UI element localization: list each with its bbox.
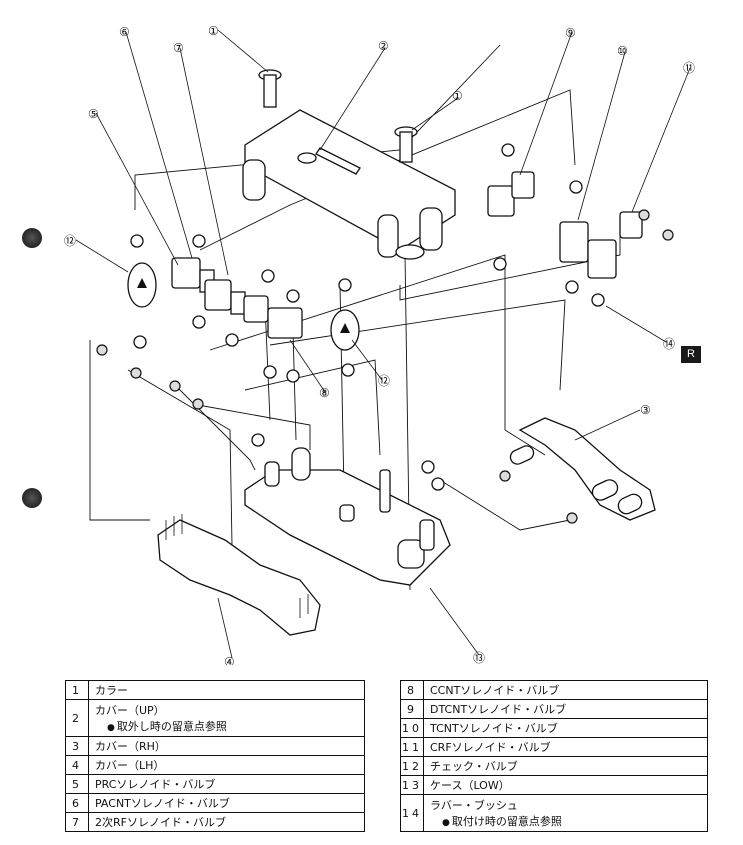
- legend-name: PACNTソレノイド・バルブ: [88, 793, 365, 813]
- legend-name: チェック・バルブ: [423, 756, 708, 776]
- legend-name: DTCNTソレノイド・バルブ: [423, 699, 708, 719]
- binder-hole-bottom: [22, 488, 42, 508]
- legend-name: ケース（LOW）: [423, 775, 708, 795]
- legend-name: TCNTソレノイド・バルブ: [423, 718, 708, 738]
- callout-10: ⑩: [617, 44, 628, 58]
- callout-3: ③: [640, 403, 651, 417]
- legend-num: 9: [400, 699, 424, 719]
- legend-num: 4: [65, 755, 89, 775]
- legend-num: 1: [65, 680, 89, 700]
- legend-row: 10 TCNTソレノイド・バルブ: [400, 718, 708, 738]
- legend-num: 8: [400, 680, 424, 700]
- legend-name-with-note: カバー（UP） 取外し時の留意点参照: [88, 699, 365, 737]
- section-badge: R: [681, 346, 701, 363]
- legend-row: 13 ケース（LOW）: [400, 775, 708, 795]
- callout-14: ⑭: [663, 337, 675, 351]
- cover-lh: [157, 514, 321, 636]
- callout-1b: ①: [452, 89, 463, 103]
- legend-row: 4 カバー（LH）: [65, 755, 365, 775]
- callout-2: ②: [378, 39, 389, 53]
- legend-table-left: 1 カラー 2 カバー（UP） 取外し時の留意点参照 3 カバー（RH） 4 カ…: [65, 680, 365, 832]
- legend-num: 13: [400, 775, 424, 795]
- legend-table-right: 8 CCNTソレノイド・バルブ 9 DTCNTソレノイド・バルブ 10 TCNT…: [400, 680, 708, 832]
- callout-7: ⑦: [173, 41, 184, 55]
- legend-row: 9 DTCNTソレノイド・バルブ: [400, 699, 708, 719]
- legend-row: 11 CRFソレノイド・バルブ: [400, 737, 708, 757]
- legend-name: ラバー・ブッシュ: [430, 799, 518, 812]
- callout-9: ⑨: [565, 26, 576, 40]
- callout-5: ⑤: [88, 107, 99, 121]
- legend-row: 7 2次RFソレノイド・バルブ: [65, 812, 365, 832]
- legend-name: PRCソレノイド・バルブ: [88, 774, 365, 794]
- legend-num: 5: [65, 774, 89, 794]
- legend-row: 2 カバー（UP） 取外し時の留意点参照: [65, 699, 365, 737]
- callout-11: ⑪: [683, 61, 695, 75]
- leader-lines: [75, 29, 691, 659]
- legend-row: 6 PACNTソレノイド・バルブ: [65, 793, 365, 813]
- legend-name: 2次RFソレノイド・バルブ: [88, 812, 365, 832]
- callout-12b: ⑫: [378, 374, 390, 388]
- legend-name-with-note: ラバー・ブッシュ 取付け時の留意点参照: [423, 794, 708, 832]
- legend-num: 2: [65, 699, 89, 737]
- callout-1a: ①: [208, 24, 219, 38]
- callout-6: ⑥: [119, 25, 130, 39]
- binder-hole-top: [22, 228, 42, 248]
- legend-num: 12: [400, 756, 424, 776]
- callout-13: ⑬: [473, 651, 485, 665]
- legend-name: カバー（RH）: [88, 736, 365, 756]
- cover-rh: [499, 417, 656, 521]
- callout-8: ⑧: [319, 386, 330, 400]
- legend-row: 12 チェック・バルブ: [400, 756, 708, 776]
- case-low: [244, 447, 451, 586]
- legend-name: カバー（UP）: [95, 704, 165, 717]
- collar-parts: [258, 69, 418, 163]
- callout-labels: ① ② ① ⑥ ⑦ ⑤ ⑨ ⑩ ⑪ ⑫ ⑫ ⑧ ⑭ ③ ④ ⑬: [64, 24, 695, 665]
- legend-row: 3 カバー（RH）: [65, 736, 365, 756]
- legend-name: CRFソレノイド・バルブ: [423, 737, 708, 757]
- legend-num: 3: [65, 736, 89, 756]
- legend-num: 11: [400, 737, 424, 757]
- legend-note: 取付け時の留意点参照: [430, 813, 701, 829]
- exploded-view-diagram: ① ② ① ⑥ ⑦ ⑤ ⑨ ⑩ ⑪ ⑫ ⑫ ⑧ ⑭ ③ ④ ⑬: [64, 24, 695, 665]
- legend-name: カバー（LH）: [88, 755, 365, 775]
- legend-note: 取外し時の留意点参照: [95, 718, 358, 734]
- callout-12a: ⑫: [64, 234, 76, 248]
- legend-name: カラー: [88, 680, 365, 700]
- legend-row: 14 ラバー・ブッシュ 取付け時の留意点参照: [400, 794, 708, 832]
- cover-up: [242, 109, 456, 260]
- bushings: [96, 143, 674, 524]
- legend-row: 1 カラー: [65, 680, 365, 700]
- legend-row: 8 CCNTソレノイド・バルブ: [400, 680, 708, 700]
- legend-name: CCNTソレノイド・バルブ: [423, 680, 708, 700]
- legend-num: 7: [65, 812, 89, 832]
- legend-num: 10: [400, 718, 424, 738]
- legend-num: 6: [65, 793, 89, 813]
- solenoid-valves: [171, 171, 643, 339]
- legend-num: 14: [400, 794, 424, 832]
- legend-row: 5 PRCソレノイド・バルブ: [65, 774, 365, 794]
- callout-4: ④: [224, 655, 235, 665]
